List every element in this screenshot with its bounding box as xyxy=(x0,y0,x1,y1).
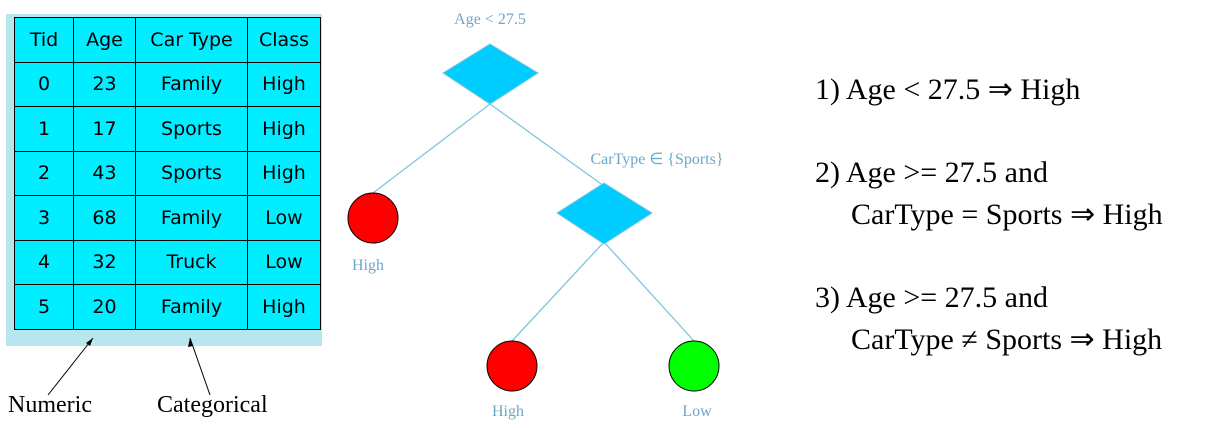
leaf-right-node xyxy=(668,340,720,392)
edge-root-split xyxy=(489,103,605,187)
categorical-annotation: Categorical xyxy=(157,392,268,418)
cell-class: High xyxy=(247,150,321,196)
edge-split-right xyxy=(603,241,695,342)
categorical-arrowhead xyxy=(188,338,193,347)
cell-car-type: Family xyxy=(135,61,248,107)
leaf-left-label: High xyxy=(352,257,384,274)
leaf-left-node xyxy=(347,192,399,244)
cell-age: 20 xyxy=(73,284,136,330)
header-car-type: Car Type xyxy=(135,17,248,63)
split-condition-label: CarType ∈ {Sports} xyxy=(590,151,723,168)
root-decision-node xyxy=(442,43,539,105)
cell-tid: 1 xyxy=(14,106,74,152)
numeric-arrow xyxy=(47,337,94,396)
cell-class: High xyxy=(247,106,321,152)
header-class: Class xyxy=(247,17,321,63)
numeric-arrowhead xyxy=(86,338,93,346)
cell-car-type: Family xyxy=(135,284,248,330)
data-table-panel: Tid Age Car Type Class 0 23 Family High … xyxy=(6,14,322,346)
categorical-arrow xyxy=(189,337,211,396)
data-table: Tid Age Car Type Class 0 23 Family High … xyxy=(14,17,321,330)
table-row: 3 68 Family Low xyxy=(14,195,321,241)
table-row: 1 17 Sports High xyxy=(14,106,321,152)
rule-2-line-2: CarType = Sports ⇒ High xyxy=(851,198,1163,231)
cell-age: 23 xyxy=(73,61,136,107)
table-row: 5 20 Family High xyxy=(14,284,321,330)
leaf-mid-label: High xyxy=(492,403,524,420)
table-row: 4 32 Truck Low xyxy=(14,239,321,285)
cell-car-type: Family xyxy=(135,195,248,241)
cell-class: High xyxy=(247,284,321,330)
edge-split-left xyxy=(511,241,605,342)
cell-car-type: Sports xyxy=(135,106,248,152)
split-decision-node xyxy=(556,182,653,245)
cell-class: Low xyxy=(247,195,321,241)
edge-root-left xyxy=(372,103,491,194)
cell-age: 43 xyxy=(73,150,136,196)
table-row: 2 43 Sports High xyxy=(14,150,321,196)
rule-2-line-1: 2) Age >= 27.5 and xyxy=(815,156,1048,189)
cell-car-type: Sports xyxy=(135,150,248,196)
cell-age: 17 xyxy=(73,106,136,152)
leaf-mid-node xyxy=(486,340,538,392)
rule-3-line-2: CarType ≠ Sports ⇒ High xyxy=(851,323,1163,356)
numeric-annotation: Numeric xyxy=(8,392,92,418)
table-row: 0 23 Family High xyxy=(14,61,321,107)
cell-class: High xyxy=(247,61,321,107)
cell-class: Low xyxy=(247,239,321,285)
rule-3-line-1: 3) Age >= 27.5 and xyxy=(815,281,1048,314)
rule-1: 1) Age < 27.5 ⇒ High xyxy=(815,73,1081,106)
leaf-right-label: Low xyxy=(682,403,712,420)
cell-tid: 2 xyxy=(14,150,74,196)
cell-tid: 5 xyxy=(14,284,74,330)
root-condition-label: Age < 27.5 xyxy=(454,11,526,28)
header-tid: Tid xyxy=(14,17,74,63)
table-header-row: Tid Age Car Type Class xyxy=(14,17,321,63)
